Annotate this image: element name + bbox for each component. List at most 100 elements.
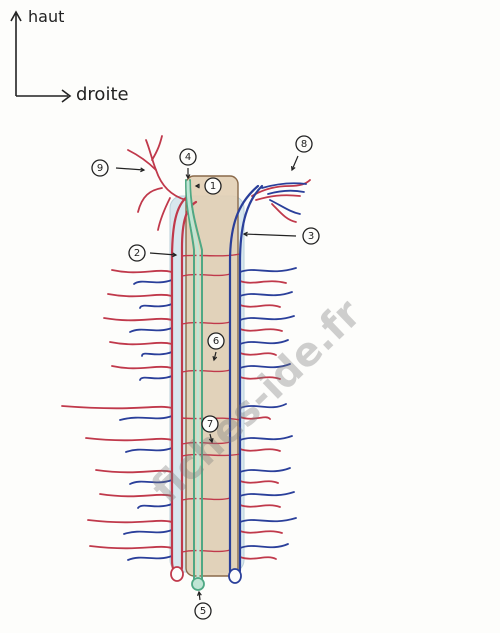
vein-branch-top-right: [261, 182, 307, 189]
lymph-trunk-left: [185, 179, 195, 581]
arrowhead-icon: [196, 590, 202, 596]
lymph-trunk-fill: [186, 180, 200, 580]
callout-1: 1: [194, 177, 222, 195]
callout-circle: [179, 148, 197, 166]
callout-arrow: [243, 233, 297, 237]
artery-branch-right: [239, 448, 281, 452]
callout-5: 5: [194, 590, 212, 620]
arrowhead-icon: [242, 231, 248, 237]
vein-branch-right: [239, 363, 291, 369]
callout-6: 6: [207, 332, 225, 362]
artery-branch-top-right: [271, 203, 297, 223]
callout-circle: [128, 244, 146, 262]
artery-branch-top: [137, 187, 163, 213]
up-axis-label: haut: [28, 7, 64, 26]
callouts: 1 2 3 4 5 6 7 8 9: [91, 135, 320, 620]
vein-branch-left: [127, 555, 173, 561]
artery-branch-right: [239, 328, 283, 332]
arrowhead-icon: [140, 167, 146, 173]
artery-branch-right: [239, 416, 271, 420]
vein-branch-left: [129, 479, 173, 485]
callout-3: 3: [242, 227, 320, 245]
lymph-opening: [191, 577, 205, 591]
up-arrow-icon: [10, 10, 22, 22]
vein-branch-right: [239, 517, 297, 523]
right-arrow-icon: [61, 89, 72, 103]
vein-branch-right: [239, 543, 289, 549]
vein-branch-right: [239, 435, 293, 441]
artery-branch-left: [103, 317, 173, 322]
vein-branch-right: [239, 467, 291, 473]
vein-branch-left: [141, 351, 173, 357]
vein-branch-right: [239, 491, 295, 497]
callout-number: 3: [308, 231, 314, 242]
arrowhead-icon: [194, 183, 200, 189]
artery-crossing-branch: [181, 497, 231, 501]
callout-9: 9: [91, 159, 146, 177]
callout-circle: [295, 135, 313, 153]
callout-number: 7: [207, 419, 213, 430]
artery-branch-top-right: [251, 179, 311, 197]
callout-8: 8: [291, 135, 313, 172]
callout-number: 1: [210, 181, 216, 192]
vein-branch-right: [239, 315, 295, 321]
callout-arrow: [115, 167, 145, 171]
artery-crossing-branch: [181, 321, 231, 325]
vein-branch-right: [239, 339, 289, 345]
artery-branch-top: [157, 197, 171, 231]
artery-crossing-branch: [181, 369, 231, 373]
callout-4: 4: [179, 148, 197, 180]
artery-branch-top-right: [255, 194, 301, 201]
callout-circle: [204, 177, 222, 195]
lymph-trunk-right: [189, 179, 203, 581]
vein-branch-left: [119, 415, 173, 421]
artery-branch-right: [239, 280, 287, 284]
artery-branch-left: [95, 469, 173, 474]
callout-number: 9: [97, 163, 103, 174]
artery-branch-left: [87, 519, 173, 524]
callout-circle: [91, 159, 109, 177]
arrowhead-icon: [291, 165, 296, 172]
vein-branch-right: [239, 267, 297, 273]
vein-branch-left: [139, 303, 173, 309]
artery-branch-right: [239, 304, 281, 308]
artery-crossing-branch: [181, 549, 231, 553]
vein-branch-right: [239, 291, 293, 297]
artery-branch-left: [111, 365, 173, 370]
callout-number: 2: [134, 248, 140, 259]
artery-branch-right: [239, 376, 281, 380]
callout-2: 2: [128, 244, 178, 262]
artery-crossing-branch: [181, 441, 231, 445]
callout-arrow: [213, 351, 217, 361]
artery-branch-left: [61, 405, 173, 410]
arrowhead-icon: [172, 252, 178, 258]
callout-circle: [207, 332, 225, 350]
callout-number: 8: [301, 139, 307, 150]
artery-crossing-branch: [181, 253, 241, 257]
callout-number: 5: [200, 606, 206, 617]
artery-branch-right: [239, 352, 277, 356]
vein-branch-left: [123, 529, 173, 535]
vein-branch-left: [137, 503, 173, 509]
artery-opening: [170, 566, 184, 582]
artery-branch-left: [99, 493, 173, 498]
artery-branch-right: [239, 530, 283, 534]
vein-branch-top-right: [267, 189, 305, 195]
callout-circle: [302, 227, 320, 245]
artery-branch-left: [107, 293, 173, 298]
vein-opening: [228, 568, 242, 584]
callout-arrow: [291, 155, 299, 171]
artery-crossing-branch: [181, 453, 241, 457]
orientation-axes: [10, 10, 72, 103]
callout-7: 7: [201, 415, 219, 444]
callout-arrow: [209, 433, 213, 443]
artery-branch-right: [239, 480, 279, 484]
arrowhead-icon: [212, 355, 218, 362]
callout-circle: [201, 415, 219, 433]
artery-branch-left: [109, 341, 173, 346]
callout-circle: [194, 602, 212, 620]
artery-branch-left: [111, 269, 173, 274]
callout-number: 4: [185, 152, 191, 163]
artery-crossing-branch: [181, 273, 231, 277]
